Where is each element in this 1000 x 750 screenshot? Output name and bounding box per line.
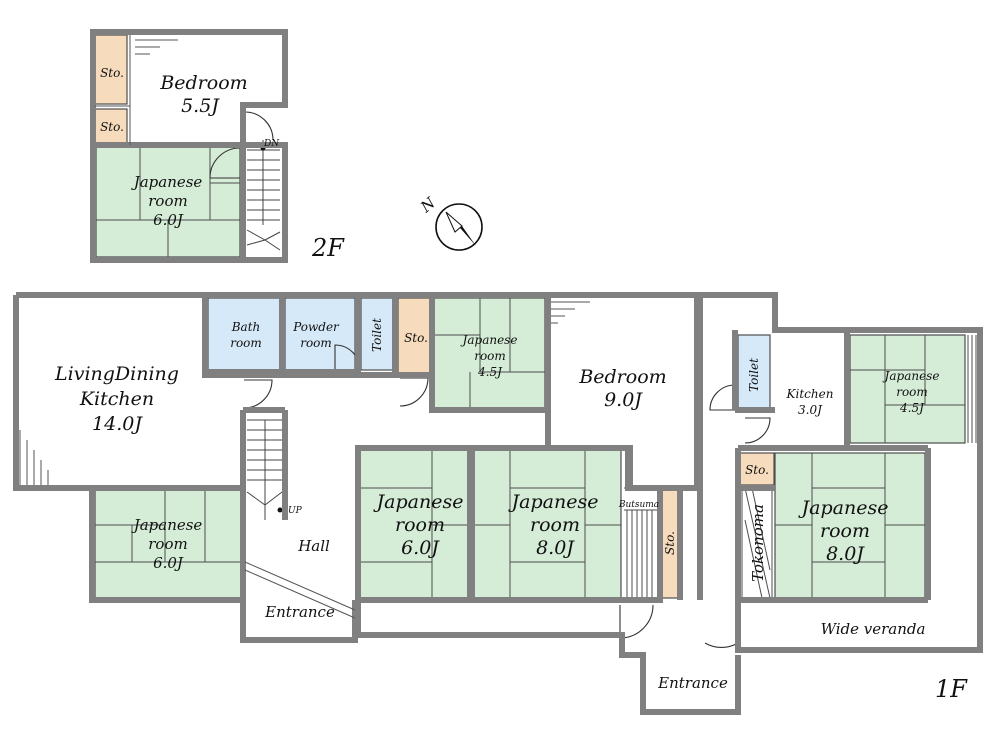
japanese-45b-line1: Japanese	[882, 369, 940, 383]
kitchen-size: 3.0J	[798, 403, 823, 417]
entrance-b-label: Entrance	[657, 674, 728, 692]
bedroom-2f-name: Bedroom	[159, 72, 247, 94]
stair-down-label: DN	[263, 139, 280, 149]
powder-line1: Powder	[292, 320, 340, 334]
japanese-45a-line2: room	[474, 349, 506, 363]
toilet-a-label: Toilet	[370, 318, 384, 352]
staircase-2f	[246, 140, 281, 251]
stair-up-label: UP	[288, 506, 303, 516]
kitchen-name: Kitchen	[786, 387, 834, 401]
sto-d-label: Sto.	[663, 531, 677, 555]
japanese-6b-line1: Japanese	[373, 491, 464, 513]
japanese-8a-size: 8.0J	[536, 537, 575, 559]
north-arrow-icon: N	[416, 193, 483, 251]
japanese-45a-size: 4.5J	[477, 365, 503, 379]
walls-1f	[13, 292, 983, 715]
compass-letter: N	[416, 193, 439, 216]
sto-c-label: Sto.	[404, 331, 428, 345]
japanese-6a-line2: room	[148, 535, 187, 553]
japanese-6b-size: 6.0J	[401, 537, 440, 559]
japanese-room-2f-line2: room	[148, 192, 187, 210]
sto-2f-b-label: Sto.	[100, 120, 124, 134]
tokonoma-shelf	[741, 487, 773, 599]
japanese-45a-line1: Japanese	[460, 333, 518, 347]
japanese-8a-line2: room	[530, 514, 580, 536]
japanese-room-2f-line1: Japanese	[131, 173, 203, 191]
japanese-45a-fill	[431, 297, 546, 409]
veranda-label: Wide veranda	[821, 620, 926, 638]
butsuma-label: Butsuma	[618, 500, 659, 510]
first-floor: LivingDining Kitchen 14.0J Bath room Pow…	[13, 292, 983, 715]
powder-room-fill	[284, 297, 356, 371]
engawa-right	[967, 335, 977, 443]
sto-2f-a-label: Sto.	[100, 66, 124, 80]
toilet-b-label: Toilet	[747, 358, 761, 392]
floor-label-2f: 2F	[311, 234, 345, 262]
entrance-a-label: Entrance	[264, 603, 335, 621]
ldk-line1: LivingDining	[54, 363, 179, 385]
bedroom-1f-name: Bedroom	[578, 366, 666, 388]
japanese-6b-fill	[359, 449, 469, 599]
japanese-6a-fill	[94, 487, 243, 599]
hall-label: Hall	[297, 537, 330, 555]
tokonoma-label: Tokonoma	[749, 504, 767, 582]
bath-line2: room	[230, 336, 262, 350]
second-floor: Bedroom 5.5J Sto. Sto. Japanese room 6.0…	[90, 29, 345, 263]
japanese-6b-line2: room	[395, 514, 445, 536]
japanese-8b-size: 8.0J	[826, 543, 865, 565]
japanese-room-2f-size: 6.0J	[153, 211, 184, 229]
japanese-8a-line1: Japanese	[508, 491, 599, 513]
powder-line2: room	[300, 336, 332, 350]
japanese-8a-fill	[473, 449, 622, 599]
japanese-6a-line1: Japanese	[131, 516, 203, 534]
ldk-line2: Kitchen	[79, 388, 154, 410]
japanese-45b-size: 4.5J	[899, 401, 925, 415]
bedroom-2f-size: 5.5J	[181, 95, 220, 117]
japanese-45b-fill	[849, 334, 966, 444]
bath-line1: Bath	[231, 320, 261, 334]
japanese-8b-line2: room	[820, 520, 870, 542]
floor-label-1f: 1F	[935, 675, 968, 703]
butsuma-shelves	[624, 487, 658, 598]
japanese-45b-line2: room	[896, 385, 928, 399]
sto-e-label: Sto.	[745, 463, 769, 477]
japanese-8b-line1: Japanese	[798, 497, 889, 519]
ldk-size: 14.0J	[92, 413, 143, 435]
bedroom-1f-size: 9.0J	[604, 389, 643, 411]
bath-room-fill	[207, 297, 281, 371]
japanese-6a-size: 6.0J	[153, 554, 184, 572]
staircase-1f	[246, 419, 283, 520]
toilet-b-fill	[737, 334, 771, 411]
